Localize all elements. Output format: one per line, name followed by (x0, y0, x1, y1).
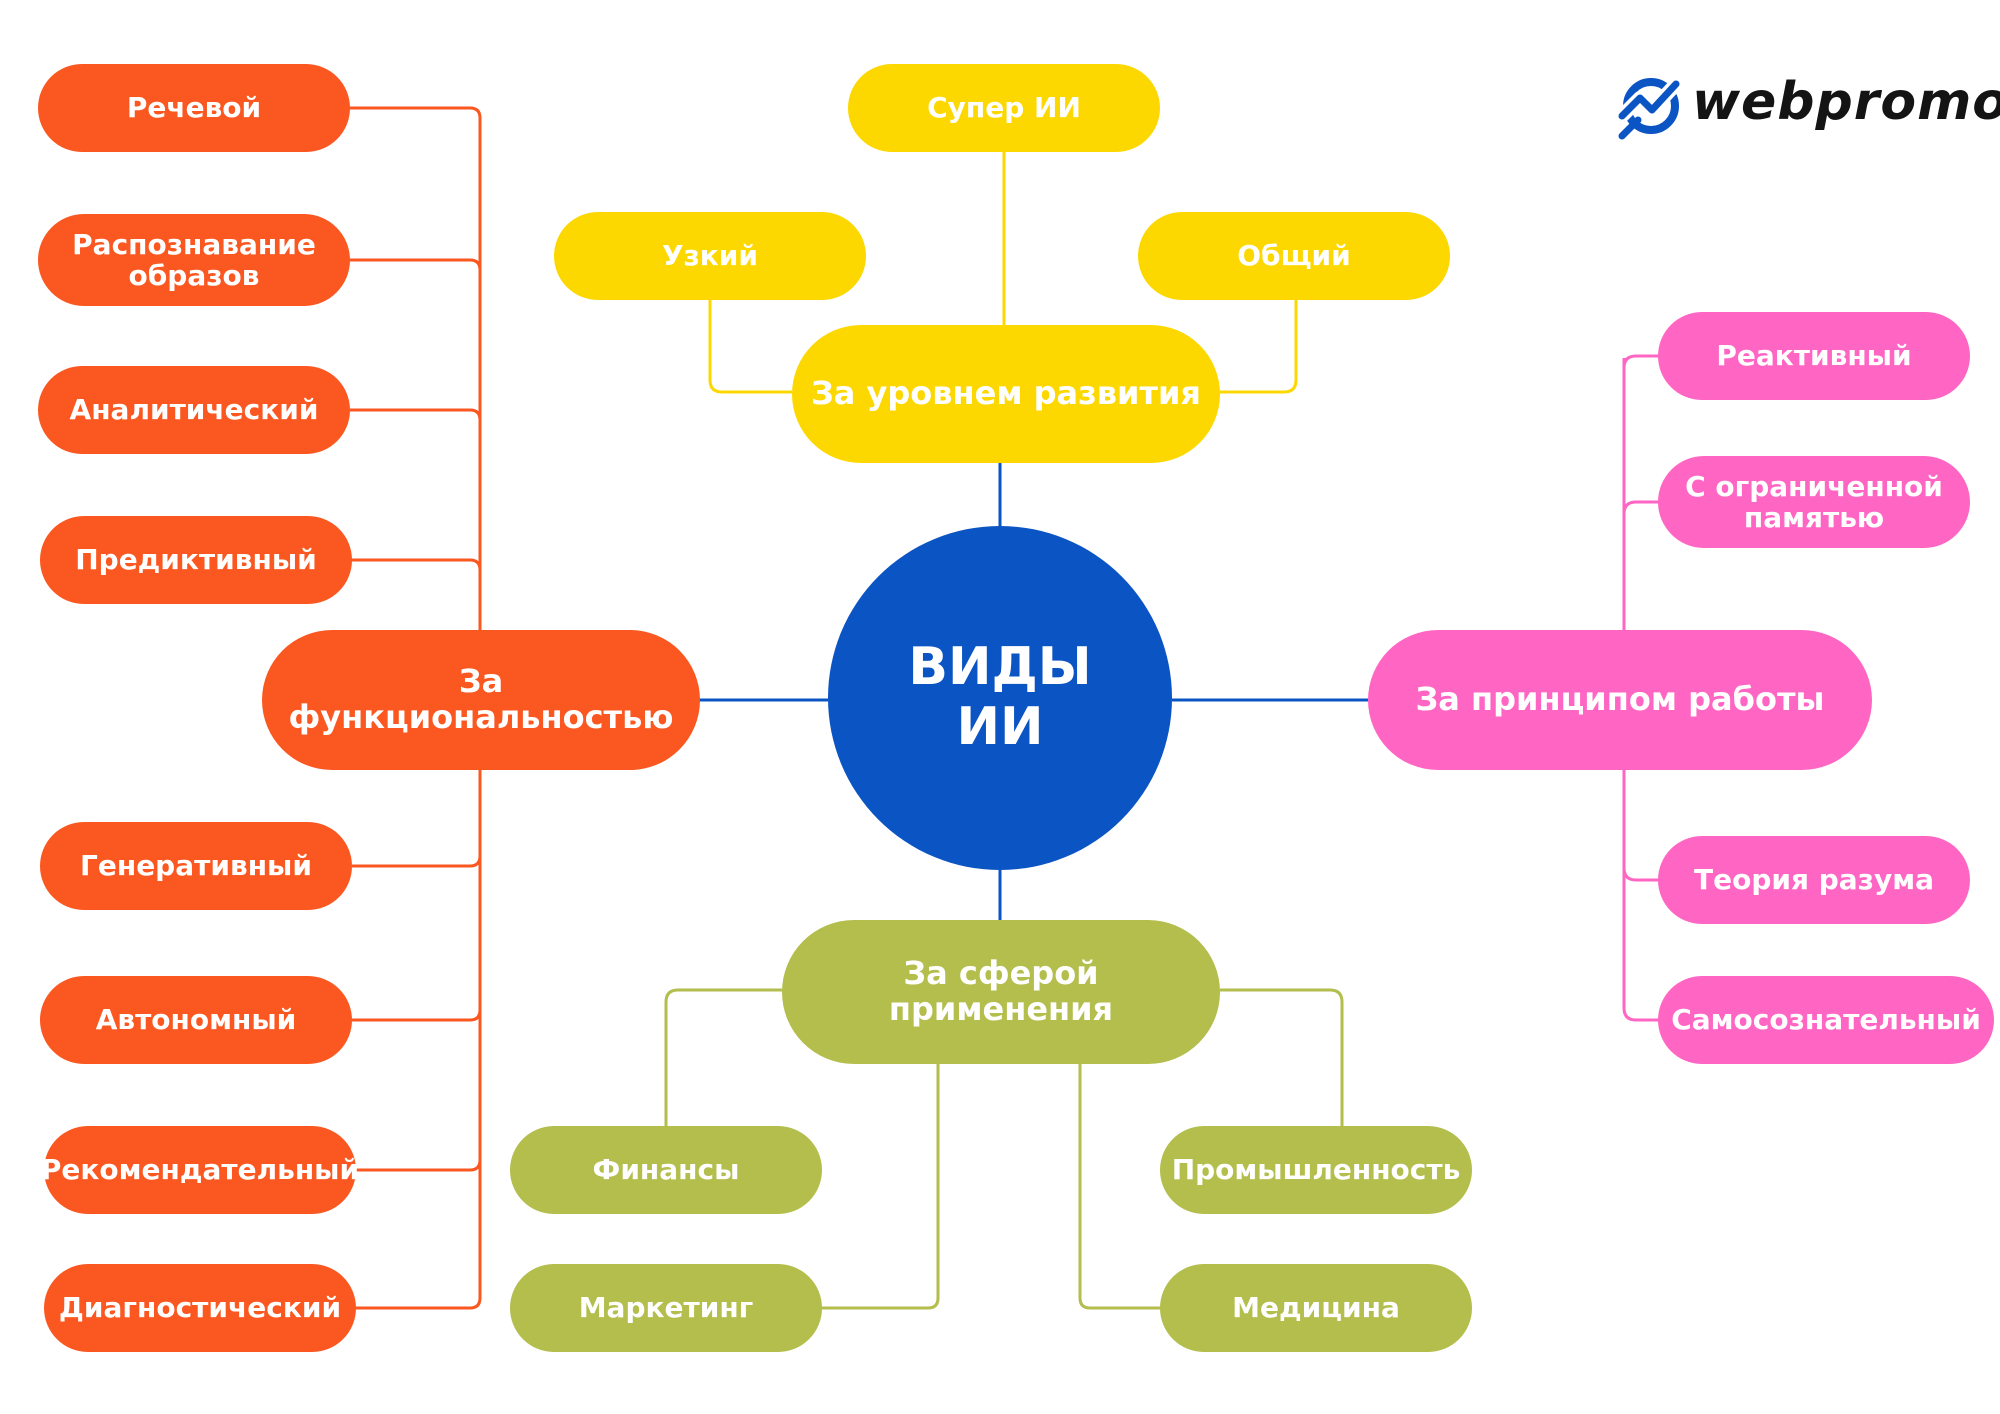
category-functionality: За функциональностью (262, 630, 700, 770)
leaf-recommendation: Рекомендательный (41, 1126, 359, 1214)
leaf-narrow-ai: Узкий (554, 212, 866, 300)
connector-development-tree (708, 150, 1298, 394)
leaf-super-ai: Супер ИИ (848, 64, 1160, 152)
leaf-pattern-recognition: Распознавание образов (38, 214, 350, 306)
leaf-theory-of-mind: Теория разума (1658, 836, 1970, 924)
leaf-limited-memory: С ограниченной памятью (1658, 456, 1970, 548)
leaf-speech: Речевой (38, 64, 350, 152)
leaf-industry: Промышленность (1160, 1126, 1472, 1214)
webpromo-logo-icon (1616, 77, 1683, 140)
leaf-reactive: Реактивный (1658, 312, 1970, 400)
category-application-area: За сферой применения (782, 920, 1220, 1064)
leaf-medicine: Медицина (1160, 1264, 1472, 1352)
connector-application-tree (664, 988, 1344, 1310)
leaf-generative: Генеративный (40, 822, 352, 910)
leaf-predictive: Предиктивный (40, 516, 352, 604)
leaf-self-aware: Самосознательный (1658, 976, 1994, 1064)
webpromo-logo: webpromo (1616, 68, 2000, 144)
category-work-principle: За принципом работы (1368, 630, 1872, 770)
leaf-finance: Финансы (510, 1126, 822, 1214)
leaf-diagnostic: Диагностический (44, 1264, 356, 1352)
center-node-ai-types: ВИДЫ ИИ (828, 526, 1172, 870)
category-development-level: За уровнем развития (792, 325, 1220, 463)
leaf-general-ai: Общий (1138, 212, 1450, 300)
leaf-analytical: Аналитический (38, 366, 350, 454)
webpromo-logo-text: webpromo (1692, 72, 2000, 132)
leaf-marketing: Маркетинг (510, 1264, 822, 1352)
leaf-autonomous: Автономный (40, 976, 352, 1064)
